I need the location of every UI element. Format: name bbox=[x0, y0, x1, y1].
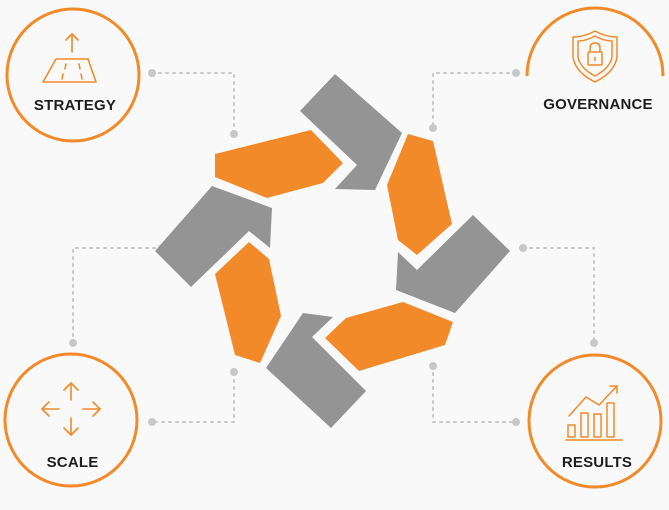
node-strategy[interactable] bbox=[5, 7, 141, 143]
connector-results bbox=[522, 247, 595, 343]
connector-scale-bottom bbox=[151, 372, 235, 423]
connector-strategy bbox=[151, 72, 235, 134]
scale-ring bbox=[3, 352, 139, 488]
segment-orange-left bbox=[215, 242, 281, 363]
node-governance[interactable] bbox=[525, 6, 665, 83]
segment-gray-top bbox=[300, 74, 402, 190]
scale-label: SCALE bbox=[46, 454, 99, 471]
segment-orange-bottom-right bbox=[325, 302, 453, 371]
node-results[interactable] bbox=[527, 353, 663, 489]
governance-ring bbox=[525, 6, 665, 77]
shield-lock-icon bbox=[572, 30, 618, 83]
connector-governance bbox=[432, 72, 517, 129]
governance-label: GOVERNANCE bbox=[543, 96, 653, 113]
connector-results-bottom bbox=[432, 365, 517, 423]
four-way-arrows-icon bbox=[41, 382, 101, 436]
segment-gray-right bbox=[396, 215, 510, 313]
results-ring bbox=[527, 353, 663, 489]
strategy-label: STRATEGY bbox=[33, 97, 117, 114]
node-scale[interactable] bbox=[3, 352, 139, 488]
connector-scale bbox=[72, 247, 163, 343]
segment-gray-left bbox=[155, 186, 272, 287]
connectors bbox=[72, 72, 595, 423]
bar-chart-trend-icon bbox=[565, 385, 623, 441]
strategy-ring bbox=[5, 7, 141, 143]
road-arrow-up-icon bbox=[42, 33, 97, 83]
pinwheel bbox=[155, 74, 510, 428]
segment-orange-top-left bbox=[215, 130, 343, 198]
segment-orange-right bbox=[387, 134, 452, 255]
segment-gray-bottom bbox=[266, 313, 366, 428]
results-label: RESULTS bbox=[561, 454, 633, 471]
